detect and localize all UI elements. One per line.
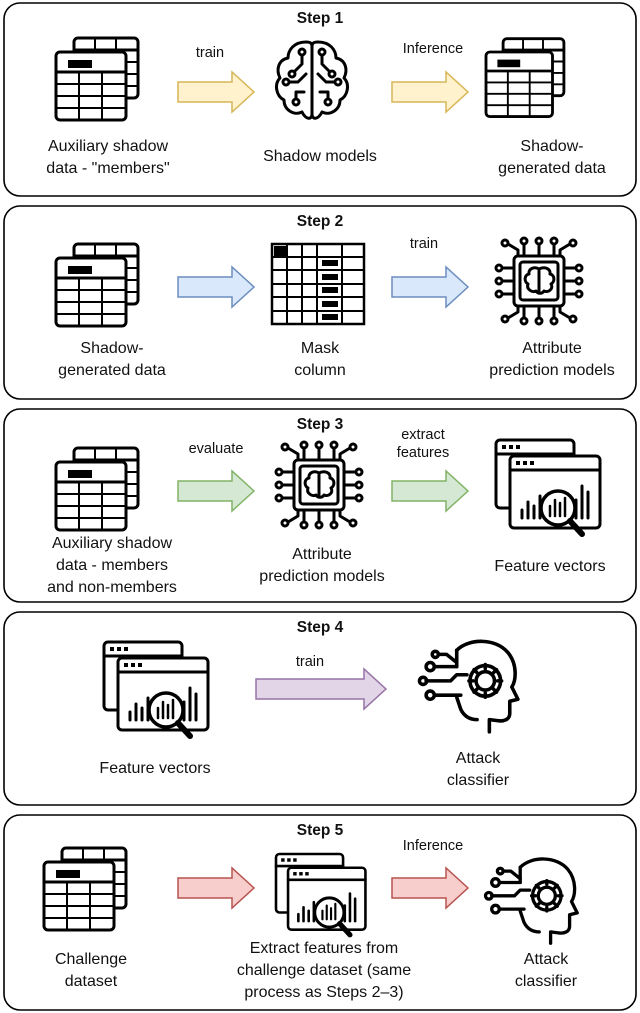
step-frame xyxy=(3,2,637,197)
node-caption: Shadow-generated data xyxy=(498,138,606,177)
flow-arrow xyxy=(391,866,470,910)
arrow-label: train xyxy=(410,236,438,252)
flow-arrow xyxy=(177,866,256,910)
node-caption: Feature vectors xyxy=(99,760,210,777)
arrow-label: Inference xyxy=(403,41,463,57)
brain-circuit-icon xyxy=(275,40,349,120)
node-caption: Feature vectors xyxy=(494,558,605,575)
flow-arrow xyxy=(177,70,256,114)
arrow-label: train xyxy=(296,654,324,670)
step-title: Step 3 xyxy=(297,416,344,433)
step-title: Step 5 xyxy=(297,822,344,839)
flow-arrow xyxy=(177,469,256,513)
arrow-label: train xyxy=(196,45,224,61)
node-caption: Shadow-generated data xyxy=(58,340,166,379)
flow-arrow xyxy=(391,265,470,309)
step-title: Step 4 xyxy=(297,619,344,636)
flow-arrow xyxy=(391,70,470,114)
step-title: Step 1 xyxy=(297,10,344,27)
step-title: Step 2 xyxy=(297,213,344,230)
flow-arrow xyxy=(177,265,256,309)
arrow-label: Inference xyxy=(403,838,463,854)
flow-arrow xyxy=(391,469,470,513)
mask-column-icon xyxy=(270,242,366,326)
node-caption: Shadow models xyxy=(263,148,377,165)
flow-arrow xyxy=(255,667,388,711)
arrow-label: evaluate xyxy=(189,441,244,457)
